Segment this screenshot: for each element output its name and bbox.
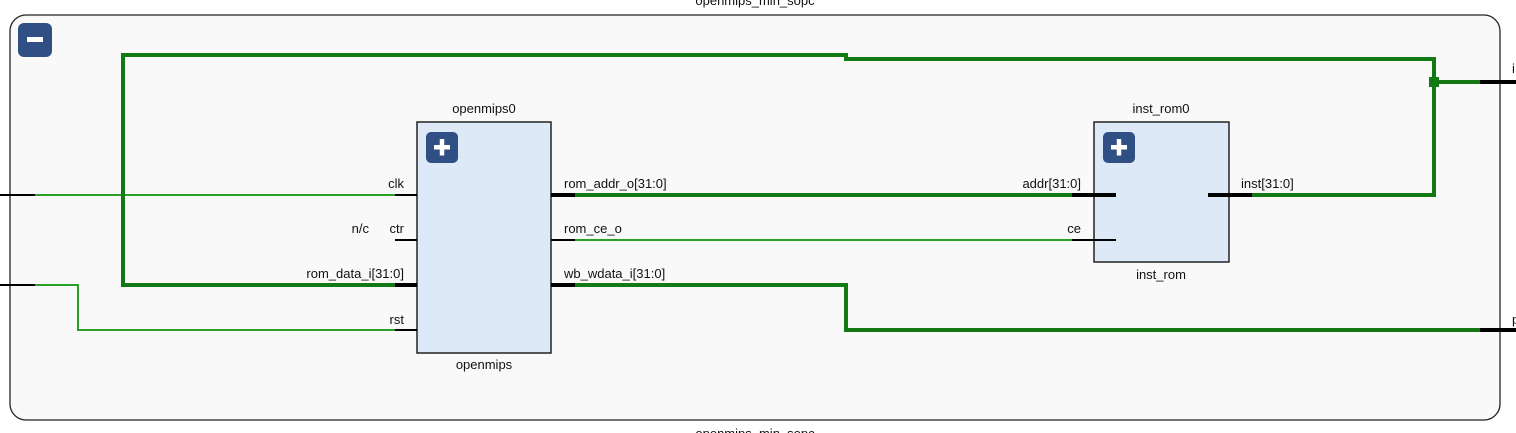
block-openmips0-instance: openmips0 <box>452 101 516 116</box>
wire-rom-data[interactable] <box>121 53 1436 287</box>
port-label-rom-ce-o: rom_ce_o <box>564 221 622 236</box>
block-inst-rom0-instance: inst_rom0 <box>1132 101 1189 116</box>
wire-rst[interactable] <box>35 284 395 331</box>
plus-icon <box>1111 139 1127 156</box>
hierarchy-title-bottom: openmips_min_sopc <box>695 426 815 433</box>
wire-junction <box>1429 77 1439 87</box>
port-label-inst: inst[31:0] <box>1241 176 1294 191</box>
port-label-ce: ce <box>1067 221 1081 236</box>
block-openmips0-module: openmips <box>456 357 513 372</box>
wire-wb-wdata[interactable] <box>575 283 1480 332</box>
hierarchy-title-top: openmips_min_sopc <box>695 0 815 8</box>
port-label-addr: addr[31:0] <box>1022 176 1081 191</box>
ext-port-bottom-right-label: p <box>1512 312 1516 327</box>
block-inst-rom0-module: inst_rom <box>1136 267 1186 282</box>
port-label-rom-addr-o: rom_addr_o[31:0] <box>564 176 667 191</box>
port-label-rst: rst <box>390 312 405 327</box>
plus-icon <box>434 139 450 156</box>
minus-icon <box>27 37 43 42</box>
port-nc-label: n/c <box>352 221 370 236</box>
collapse-button[interactable] <box>18 23 52 57</box>
port-label-clk: clk <box>388 176 404 191</box>
ext-port-top-right-label: i <box>1512 61 1515 76</box>
hierarchy-frame[interactable] <box>9 14 1501 421</box>
expand-button-inst-rom0[interactable] <box>1103 132 1135 163</box>
port-label-ctr: ctr <box>390 221 405 236</box>
port-label-rom-data-i: rom_data_i[31:0] <box>306 266 404 281</box>
port-label-wb-wdata-i: wb_wdata_i[31:0] <box>563 266 665 281</box>
expand-button-openmips0[interactable] <box>426 132 458 163</box>
block-inst-rom0[interactable]: inst_rom0 inst_rom addr[31:0] ce inst[31… <box>1022 101 1293 282</box>
block-openmips0[interactable]: openmips0 openmips clk ctr n/c rom_data_… <box>306 101 666 372</box>
